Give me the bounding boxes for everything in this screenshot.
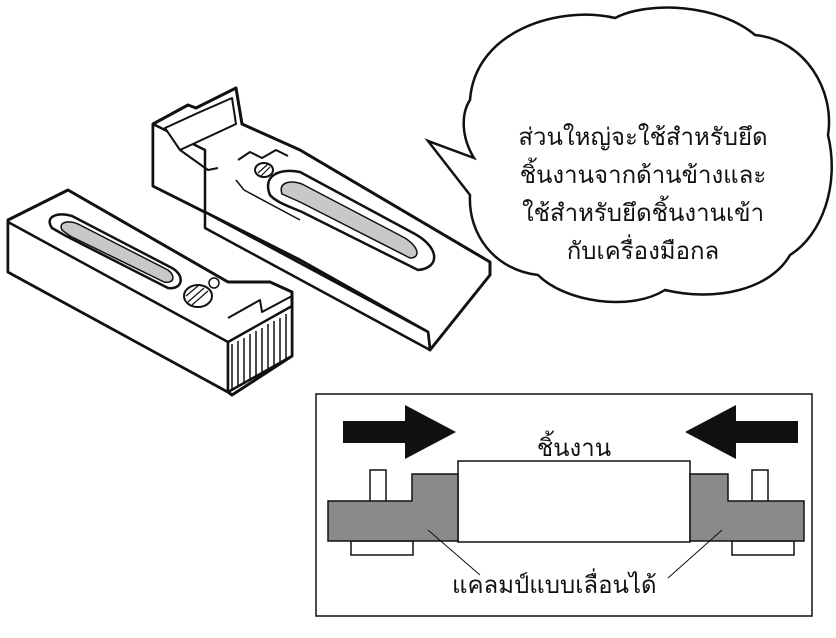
callout-line: กับเครื่องมือกล	[566, 237, 720, 265]
callout-text: ส่วนใหญ่จะใช้สำหรับยึด ชิ้นงานจากด้านข้า…	[478, 118, 808, 270]
workpiece-label: ชิ้นงาน	[536, 434, 612, 462]
sliding-clamp-label: แคลมป์แบบเลื่อนได้	[452, 571, 657, 599]
sliding-clamp-right	[689, 469, 805, 556]
speech-bubble	[424, 6, 833, 304]
clamp-block-front	[6, 188, 294, 397]
push-arrow-left-icon	[685, 405, 798, 459]
workpiece	[457, 460, 691, 543]
leader-line-left	[427, 529, 481, 576]
leader-line-right	[667, 529, 723, 579]
callout-line: ส่วนใหญ่จะใช้สำหรับยึด	[518, 123, 768, 151]
sliding-clamp-left	[327, 469, 459, 556]
callout-line: ใช้สำหรับยึดชิ้นงานเข้า	[521, 199, 765, 227]
callout-line: ชิ้นงานจากด้านข้างและ	[519, 161, 767, 189]
clamp-block-rear	[151, 86, 492, 352]
clamping-diagram	[315, 393, 813, 617]
push-arrow-right-icon	[343, 405, 456, 459]
